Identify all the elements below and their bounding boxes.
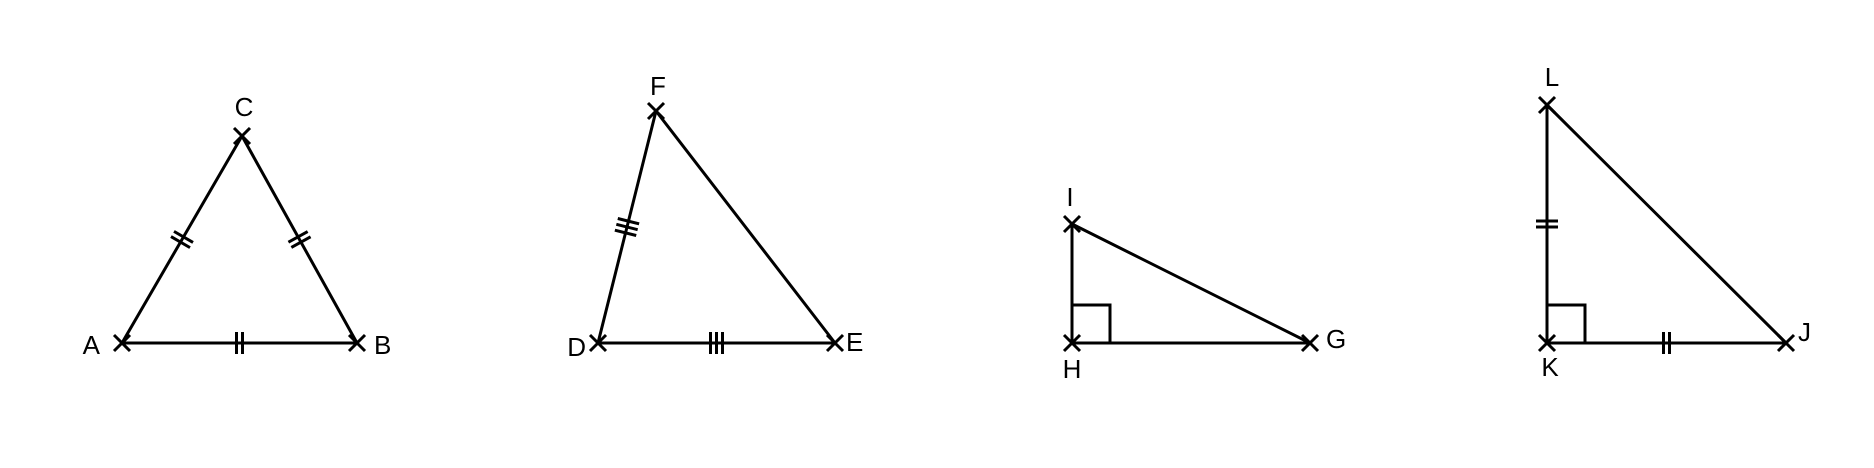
triangle-def: D E F xyxy=(567,71,863,362)
tick-mark-bc-1 xyxy=(290,235,312,249)
triangle-jkl: L K J xyxy=(1536,62,1811,382)
vertex-label-e: E xyxy=(846,327,863,357)
triangle-ghi: I H G xyxy=(1063,182,1347,384)
vertex-cross-e xyxy=(825,333,845,353)
vertex-cross-b xyxy=(347,333,367,353)
right-angle-marker-k xyxy=(1547,303,1587,343)
vertex-label-k: K xyxy=(1541,352,1559,382)
vertex-label-f: F xyxy=(650,71,666,101)
vertex-cross-a xyxy=(112,333,132,353)
tick-mark-df-3 xyxy=(617,217,640,226)
vertex-label-g: G xyxy=(1326,324,1346,354)
vertex-cross-h xyxy=(1062,333,1082,353)
side-bc xyxy=(240,134,359,345)
vertex-cross-f xyxy=(646,101,666,121)
vertex-cross-g xyxy=(1300,333,1320,353)
side-ac xyxy=(120,134,244,345)
vertex-label-i: I xyxy=(1066,182,1073,212)
vertex-label-j: J xyxy=(1798,317,1811,347)
vertex-cross-c xyxy=(232,126,252,146)
tick-mark-df-1 xyxy=(614,228,637,237)
vertex-cross-j xyxy=(1776,333,1796,353)
vertex-label-c: C xyxy=(235,92,254,122)
vertex-label-a: A xyxy=(83,330,101,360)
vertex-cross-l xyxy=(1537,95,1557,115)
vertex-cross-i xyxy=(1062,214,1082,234)
vertex-label-b: B xyxy=(374,330,391,360)
vertex-label-d: D xyxy=(567,332,586,362)
tick-mark-df-2 xyxy=(615,222,639,232)
side-ef xyxy=(654,109,837,345)
triangle-abc: A B C xyxy=(83,92,392,360)
vertex-cross-d xyxy=(588,333,608,353)
tick-mark-bc-2 xyxy=(287,230,309,244)
vertex-cross-k xyxy=(1537,333,1557,353)
right-angle-marker-h xyxy=(1072,303,1112,343)
vertex-label-h: H xyxy=(1063,354,1082,384)
side-lj xyxy=(1545,103,1788,345)
tick-mark-ac-1 xyxy=(170,235,191,249)
tick-mark-ac-2 xyxy=(173,230,194,244)
side-ig xyxy=(1070,222,1312,345)
vertex-label-l: L xyxy=(1545,62,1559,92)
